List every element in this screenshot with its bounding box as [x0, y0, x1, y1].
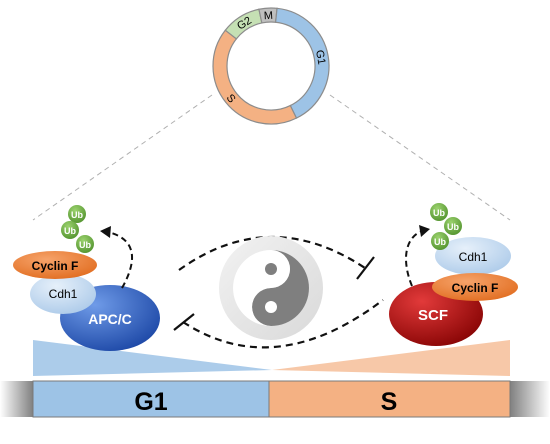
ubiquitination-arrow-left	[107, 231, 133, 289]
ring-label-m: M	[263, 10, 273, 22]
phase-bar-s-label: S	[381, 388, 398, 416]
inhibition-bar-bottom	[173, 313, 195, 331]
svg-text:Ub: Ub	[79, 240, 91, 250]
ub-right-3	[431, 232, 449, 250]
zoom-guide-right	[329, 94, 511, 221]
ub-chain-right: Ub Ub Ub	[430, 203, 462, 250]
zoom-guide-left	[32, 94, 213, 221]
cdh1-right-node	[435, 237, 511, 275]
ub-chain-left: Ub Ub Ub	[61, 205, 94, 253]
apc-c-label: APC/C	[88, 311, 132, 327]
cdh1-left-node	[30, 274, 96, 314]
svg-text:Ub: Ub	[433, 208, 445, 218]
ub-left-3	[76, 235, 94, 253]
svg-text:Ub: Ub	[64, 226, 76, 236]
ring-label-g1: G1	[313, 49, 327, 66]
phase-bar-right-cap	[510, 381, 550, 417]
ub-right-2	[444, 217, 462, 235]
phase-bar-left-cap	[0, 381, 33, 417]
cyclin-f-left-label: Cyclin F	[32, 259, 79, 273]
cyclin-f-right-label: Cyclin F	[452, 281, 499, 295]
phase-bar-g1-label: G1	[134, 388, 167, 416]
phase-bar-s	[268, 380, 511, 418]
ring-segment-s	[212, 29, 298, 125]
cyclin-f-right-node	[432, 273, 518, 301]
scf-label: SCF	[418, 307, 448, 324]
svg-text:Ub: Ub	[447, 222, 459, 232]
arrowhead-right	[419, 225, 430, 237]
ub-left-2	[61, 221, 79, 239]
apc-activity-wedge	[33, 340, 272, 376]
arrowhead-left	[100, 226, 111, 238]
yin-yang-icon	[219, 236, 323, 340]
svg-text:Ub: Ub	[71, 210, 83, 220]
inhibition-arc-bottom	[182, 299, 384, 349]
cyclin-f-left-node	[13, 251, 97, 279]
inhibition-bar-top	[356, 256, 375, 280]
cdh1-right-label: Cdh1	[459, 250, 488, 264]
left-complex: APC/C Cdh1 Cyclin F Ub Ub Ub	[13, 205, 160, 351]
ubiquitination-arrow-right	[405, 230, 423, 287]
cdh1-left-label: Cdh1	[49, 287, 78, 301]
svg-text:Ub: Ub	[434, 237, 446, 247]
right-complex: SCF Cdh1 Cyclin F Ub Ub Ub	[389, 203, 518, 346]
ub-right-1	[430, 203, 448, 221]
ub-left-1	[68, 205, 86, 223]
scf-activity-wedge	[272, 340, 510, 376]
phase-bar-g1	[32, 380, 270, 418]
